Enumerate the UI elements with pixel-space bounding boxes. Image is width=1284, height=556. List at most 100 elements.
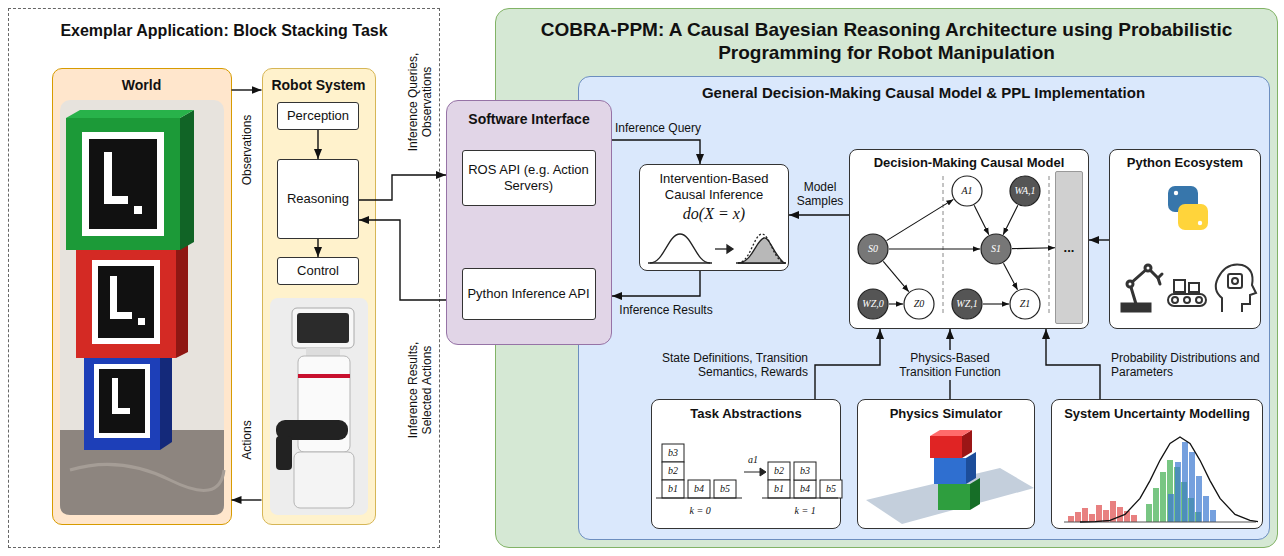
- connector: [359, 175, 446, 200]
- edge-label: Inference Query: [612, 121, 704, 135]
- uncertainty-histogram: [1195, 512, 1201, 522]
- node-title: Physics Simulator: [864, 406, 1028, 422]
- block-label: k = 1: [795, 505, 816, 517]
- node-title: ROS API (e.g. Action Servers): [467, 162, 591, 193]
- block-abstraction-figure: [714, 480, 736, 498]
- edge-label: Inference Results: [611, 303, 721, 317]
- node-title: Exemplar Application: Block Stacking Tas…: [15, 21, 433, 40]
- distribution-plot: [736, 262, 786, 263]
- physics-sim-render: [938, 484, 970, 510]
- conveyor-icon: [1168, 294, 1206, 306]
- slice-divider: [1049, 176, 1050, 316]
- node-title: Task Abstractions: [658, 406, 834, 422]
- node-title: A1: [961, 185, 972, 197]
- block-stack-photo: [176, 242, 188, 358]
- input-box: Physics Simulator: [857, 399, 1035, 529]
- variable-circle: [858, 234, 888, 264]
- block-label: b2: [774, 465, 784, 477]
- edge-label: Inference Queries, Observations: [406, 42, 434, 162]
- uncertainty-histogram: [1131, 515, 1137, 522]
- connector: [612, 271, 700, 296]
- node-title: Robot System: [269, 77, 369, 94]
- connector: [889, 303, 903, 304]
- node-title: World: [59, 77, 225, 94]
- physics-sim-render: [966, 452, 976, 484]
- uncertainty-histogram: [1124, 511, 1130, 522]
- uncertainty-histogram: [1117, 507, 1123, 522]
- connector: [232, 499, 262, 500]
- connector: [359, 220, 446, 300]
- uncertainty-histogram: [1196, 476, 1202, 522]
- application-frame: Exemplar Application: Block Stacking Tas…: [8, 8, 440, 548]
- uncertainty-histogram: [1182, 442, 1188, 522]
- robot-photo: [292, 308, 354, 348]
- python-logo: [1174, 191, 1178, 195]
- edge-label: Physics-Based Transition Function: [890, 350, 1010, 380]
- software-interface-panel: Software InterfaceROS API (e.g. Action S…: [446, 100, 612, 345]
- distribution-plot: [727, 245, 733, 253]
- conveyor-icon: [1172, 297, 1178, 303]
- edge-label: Observations: [240, 105, 254, 195]
- robot-arm-icon: [1158, 274, 1162, 284]
- robot-photo: [294, 452, 354, 508]
- uncertainty-histogram: [1075, 512, 1081, 522]
- implementation-panel: General Decision-Making Causal Model & P…: [578, 76, 1270, 540]
- block-stack-photo: [76, 248, 176, 358]
- block-stack-photo: [112, 408, 130, 414]
- connector: [612, 140, 700, 164]
- uncertainty-histogram: [1203, 496, 1209, 522]
- robot-photo: [270, 298, 368, 515]
- node-title: COBRA-PPM: A Causal Bayesian Reasoning A…: [537, 19, 1237, 65]
- time-slice-bar: ...: [1055, 171, 1083, 324]
- uncertainty-histogram: [1089, 514, 1095, 522]
- block-stack-photo: [138, 318, 145, 325]
- block-abstraction-figure: [820, 480, 842, 498]
- python-logo: [1178, 204, 1208, 230]
- node-title: Control: [297, 263, 339, 279]
- uncertainty-histogram: [1068, 516, 1074, 522]
- block-abstraction-figure: [656, 444, 842, 498]
- node-title: Intervention-Based Causal Inference: [646, 171, 782, 202]
- variable-node: S1: [980, 233, 1012, 265]
- block-abstraction-figure: [744, 472, 760, 473]
- physics-sim-render: [934, 458, 966, 484]
- robot-arm-icon: [1145, 265, 1151, 271]
- block-label: b4: [800, 483, 810, 495]
- block-stack-photo: [99, 369, 145, 433]
- block-stack-photo: [84, 352, 160, 450]
- uncertainty-histogram: [1064, 437, 1258, 522]
- process-box: Control: [277, 257, 359, 285]
- physics-sim-render: [930, 436, 962, 458]
- block-label: b5: [720, 483, 730, 495]
- variable-circle: [1010, 289, 1040, 319]
- robot-system-panel: Robot SystemPerceptionReasoningControl: [262, 68, 376, 525]
- robot-photo: [276, 436, 292, 470]
- node-title: WA,1: [1014, 185, 1035, 197]
- node-title: Python Ecosystem: [1116, 155, 1254, 171]
- node-formula: do(X = x): [646, 204, 782, 223]
- block-stack-photo: [104, 196, 128, 204]
- node-title: General Decision-Making Causal Model & P…: [585, 84, 1263, 102]
- connector: [1046, 329, 1100, 399]
- block-stack-photo: [94, 364, 150, 438]
- slice-divider: [943, 176, 944, 316]
- ecosystem-box: Python Ecosystem: [1109, 149, 1261, 329]
- robot-photo: [306, 348, 340, 356]
- uncertainty-histogram: [1146, 460, 1201, 522]
- block-stack-photo: [110, 312, 132, 319]
- uncertainty-histogram: [1110, 501, 1116, 522]
- block-stack-photo: [180, 110, 194, 250]
- block-stack-photo: [66, 118, 180, 250]
- uncertainty-histogram: [1080, 437, 1258, 522]
- uncertainty-histogram: [1160, 472, 1166, 522]
- uncertainty-histogram: [1210, 510, 1216, 522]
- node-title: WZ,0: [862, 298, 883, 310]
- block-stack-photo: [60, 100, 224, 515]
- uncertainty-histogram: [1175, 462, 1181, 522]
- variable-node: WA,1: [1009, 175, 1041, 207]
- node-title: S0: [868, 243, 878, 255]
- physics-sim-render: [930, 430, 972, 436]
